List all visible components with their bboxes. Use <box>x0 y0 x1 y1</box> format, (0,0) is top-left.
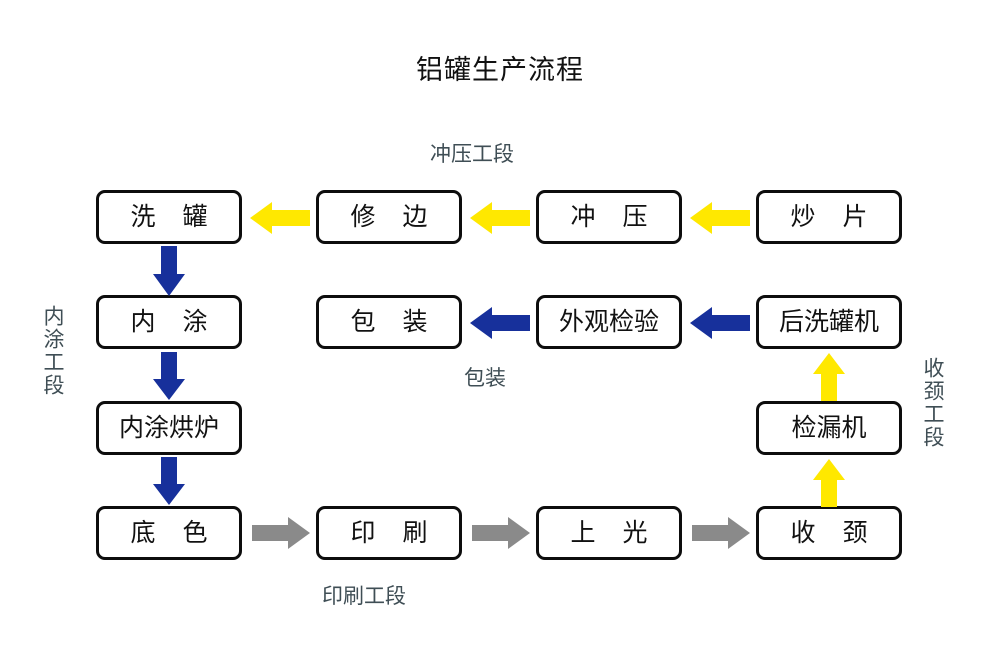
node-wash-can[interactable]: 洗 罐 <box>96 190 242 244</box>
arrow-oven-to-base-coat-icon <box>150 457 188 505</box>
arrow-stamping-to-trimming-icon <box>470 200 530 236</box>
page-title: 铝罐生产流程 <box>416 55 584 85</box>
arrow-printing-to-varnishing-icon <box>472 516 530 550</box>
arrow-post-washer-to-visual-inspection-icon <box>690 305 750 341</box>
node-printing[interactable]: 印 刷 <box>316 506 462 560</box>
caption-packaging-section: 包装 <box>464 367 506 390</box>
node-varnishing[interactable]: 上 光 <box>536 506 682 560</box>
arrow-leak-detector-to-post-washer-icon <box>810 353 848 401</box>
arrow-varnishing-to-necking-icon <box>692 516 750 550</box>
node-cupping[interactable]: 炒 片 <box>756 190 902 244</box>
node-necking[interactable]: 收 颈 <box>756 506 902 560</box>
caption-stamping-section: 冲压工段 <box>430 143 514 166</box>
node-post-washer[interactable]: 后洗罐机 <box>756 295 902 349</box>
node-stamping[interactable]: 冲 压 <box>536 190 682 244</box>
caption-printing-section: 印刷工段 <box>322 585 406 608</box>
node-coating-oven[interactable]: 内涂烘炉 <box>96 401 242 455</box>
arrow-cupping-to-stamping-icon <box>690 200 750 236</box>
node-inner-coating[interactable]: 内 涂 <box>96 295 242 349</box>
arrow-trimming-to-wash-can-icon <box>250 200 310 236</box>
caption-necking-section: 收颈工段 <box>921 357 944 449</box>
arrow-wash-can-to-inner-coating-icon <box>150 246 188 296</box>
node-trimming[interactable]: 修 边 <box>316 190 462 244</box>
node-visual-inspection[interactable]: 外观检验 <box>536 295 682 349</box>
caption-inner-coating-section: 内涂工段 <box>41 305 64 397</box>
arrow-visual-inspection-to-packing-icon <box>470 305 530 341</box>
node-base-coat[interactable]: 底 色 <box>96 506 242 560</box>
arrow-inner-coating-to-oven-icon <box>150 352 188 400</box>
arrow-base-coat-to-printing-icon <box>252 516 310 550</box>
arrow-necking-to-leak-detector-icon <box>810 459 848 507</box>
node-leak-detector[interactable]: 检漏机 <box>756 401 902 455</box>
node-packing[interactable]: 包 装 <box>316 295 462 349</box>
